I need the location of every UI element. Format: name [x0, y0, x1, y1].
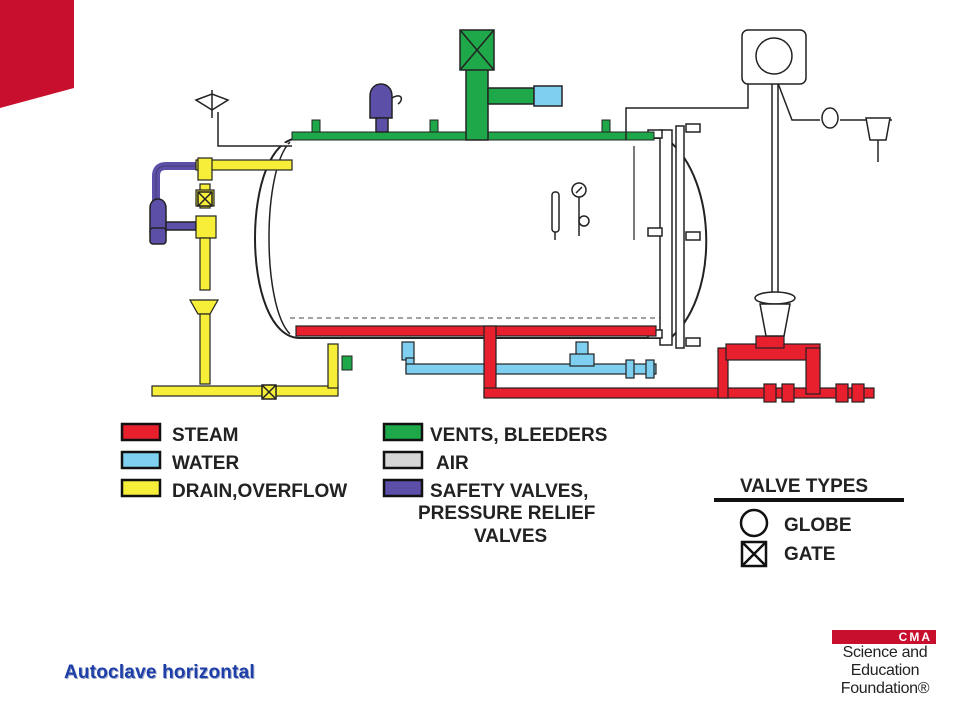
legend-air-label: AIR	[436, 453, 469, 474]
swatch-air	[382, 450, 424, 470]
color-legend	[120, 422, 424, 498]
safety-relief-loop	[149, 162, 197, 245]
swatch-vents	[382, 422, 424, 442]
swatch-drain	[120, 478, 162, 498]
bleeder-valves	[311, 119, 611, 371]
safety-valve-top	[369, 83, 403, 133]
swatch-steam	[120, 422, 162, 442]
autoclave-vessel	[254, 123, 708, 349]
logo-band: CMA	[832, 630, 936, 644]
legend-vents-label: VENTS, BLEEDERS	[430, 425, 607, 446]
steam-piping	[295, 325, 875, 403]
legend-drain-label: DRAIN,OVERFLOW	[172, 481, 347, 502]
air-line-left	[194, 90, 292, 147]
autoclave-diagram: STEAM WATER DRAIN,OVERFLOW VENTS, BLEEDE…	[120, 29, 904, 568]
vent-piping	[291, 29, 655, 141]
gate-valve-drain	[197, 191, 277, 400]
pressure-gauge-icon	[571, 182, 590, 236]
logo-line-3: Foundation®	[840, 680, 930, 697]
legend-safety-label-1: SAFETY VALVES,	[430, 481, 588, 502]
legend-steam-label: STEAM	[172, 425, 239, 446]
globe-valve-icon	[739, 508, 769, 538]
cma-foundation-logo: CMA Science and Education Foundation®	[830, 630, 940, 698]
swatch-water	[120, 450, 162, 470]
legend-water-label: WATER	[172, 453, 239, 474]
air-control-piping	[625, 29, 892, 337]
legend-safety-label-3: VALVES	[474, 526, 547, 547]
valve-types-title: VALVE TYPES	[740, 476, 868, 497]
legend-safety-label-2: PRESSURE RELIEF	[418, 503, 595, 524]
gate-valve-icon	[740, 540, 768, 568]
logo-line-2: Education	[850, 662, 920, 679]
corner-accent	[0, 0, 74, 108]
globe-label: GLOBE	[784, 515, 852, 536]
swatch-safety	[382, 478, 424, 498]
slide-caption: Autoclave horizontal	[64, 662, 255, 683]
water-piping	[401, 341, 657, 379]
gate-label: GATE	[784, 544, 835, 565]
thermometer-icon	[551, 191, 560, 240]
logo-line-1: Science and	[842, 644, 928, 661]
valve-types-key: VALVE TYPES GLOBE GATE	[714, 476, 904, 568]
